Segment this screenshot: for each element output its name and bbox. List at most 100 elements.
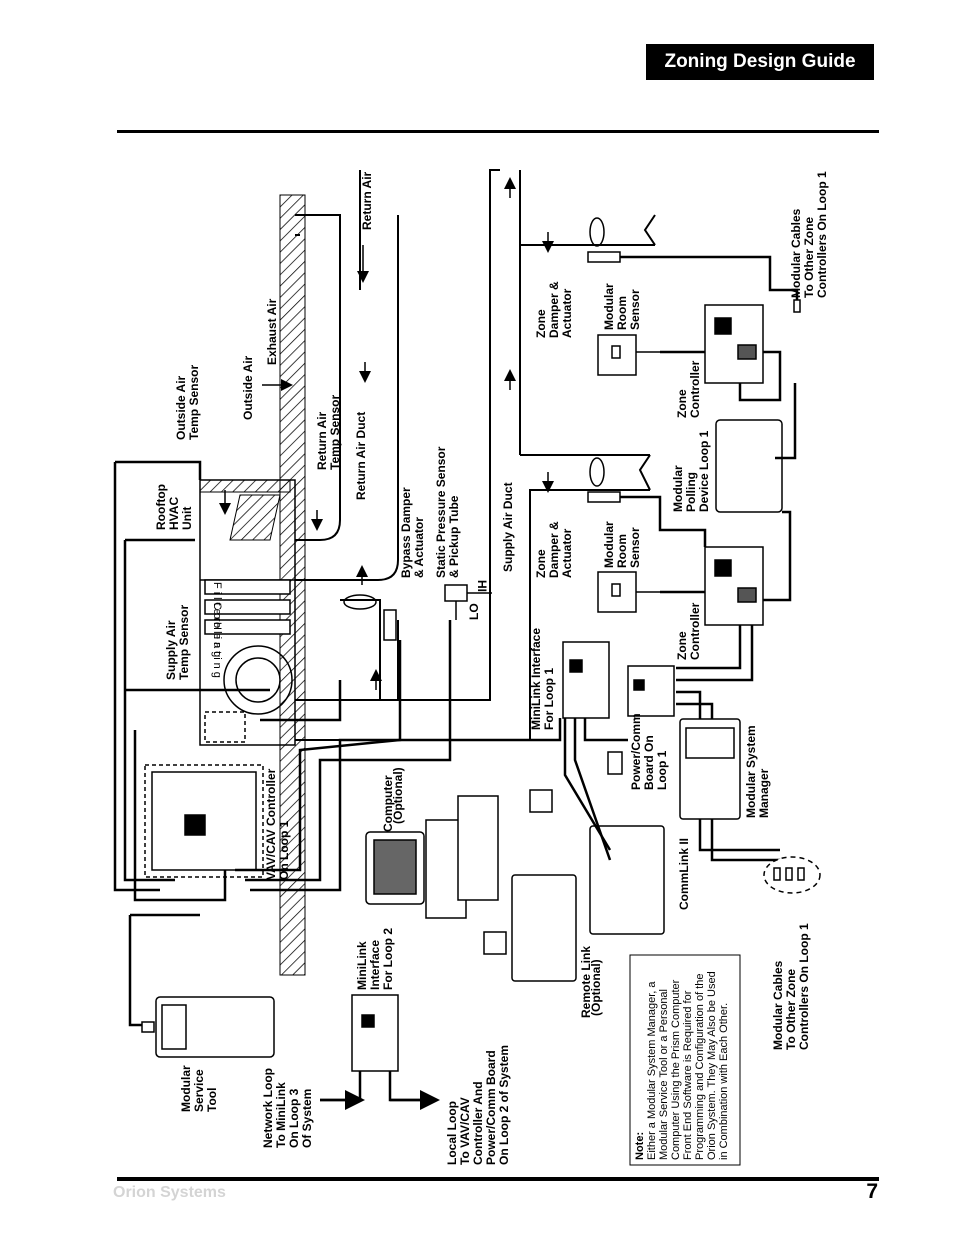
static-pressure-sensor-shape xyxy=(444,584,492,620)
label-modular-service-tool: ModularServiceTool xyxy=(179,1065,219,1112)
svg-text:Supply Air Duct: Supply Air Duct xyxy=(501,482,515,572)
svg-text:Modular CablesTo Other ZoneCon: Modular CablesTo Other ZoneControllers O… xyxy=(789,171,829,298)
label-power-comm-board: Power/CommBoard OnLoop 1 xyxy=(629,713,669,790)
svg-text:Heating: Heating xyxy=(211,622,223,681)
label-commlink: CommLink II xyxy=(677,838,691,910)
label-modular-system-manager: Modular SystemManager xyxy=(744,725,771,818)
label-rooftop-hvac: RooftopHVACUnit xyxy=(154,484,194,530)
zone-controller-top-board xyxy=(704,304,764,384)
label-outside-air: Outside Air xyxy=(241,355,255,420)
footer-rule xyxy=(117,1177,879,1181)
svg-text:RooftopHVACUnit: RooftopHVACUnit xyxy=(154,484,194,530)
svg-text:ZoneDamper &Actuator: ZoneDamper &Actuator xyxy=(534,521,574,578)
power-comm-board xyxy=(607,665,675,775)
svg-text:Exhaust Air: Exhaust Air xyxy=(265,298,279,365)
bypass-duct xyxy=(340,599,399,700)
label-modular-room-sensor-top: ModularRoomSensor xyxy=(602,283,642,330)
label-zone-controller-top: ZoneController xyxy=(675,360,702,418)
label-zone-controller-bottom: ZoneController xyxy=(675,602,702,660)
svg-text:Cooling: Cooling xyxy=(211,602,223,660)
svg-text:ZoneController: ZoneController xyxy=(675,602,702,660)
modular-room-sensor-bottom-device xyxy=(597,571,660,613)
label-return-air-temp-sensor: Return AirTemp Sensor xyxy=(315,395,342,470)
svg-text:Computer(Optional): Computer(Optional) xyxy=(381,767,405,832)
label-network-loop: Network LoopTo MiniLinkOn Loop 3Of Syste… xyxy=(261,1068,314,1148)
label-static-pressure-sensor: Static Pressure Sensor& Pickup Tube xyxy=(434,446,461,578)
svg-text:ModularRoomSensor: ModularRoomSensor xyxy=(602,521,642,568)
svg-text:HI: HI xyxy=(475,580,489,592)
label-exhaust-air: Exhaust Air xyxy=(265,298,279,365)
svg-text:Outside AirTemp Sensor: Outside AirTemp Sensor xyxy=(174,365,201,440)
bypass-damper-shape xyxy=(343,594,397,641)
label-return-air-duct: Return Air Duct xyxy=(354,412,368,500)
label-zone-damper-bottom: ZoneDamper &Actuator xyxy=(534,521,574,578)
modular-cable-plugs xyxy=(763,299,821,894)
label-bypass-damper: Bypass Damper& Actuator xyxy=(399,487,426,578)
label-zone-damper-top: ZoneDamper &Actuator xyxy=(534,281,574,338)
minilink-loop1-board xyxy=(562,641,610,719)
label-minilink-loop2: MiniLinkInterfaceFor Loop 2 xyxy=(355,928,395,990)
page-number: 7 xyxy=(866,1180,878,1203)
svg-text:LO: LO xyxy=(467,603,481,620)
footer-brand: Orion Systems xyxy=(113,1184,226,1201)
minilink-loop2-board xyxy=(351,994,399,1072)
label-minilink-loop1: MiniLink InterfaceFor Loop 1 xyxy=(529,628,556,730)
svg-text:Modular CablesTo Other ZoneCon: Modular CablesTo Other ZoneControllers O… xyxy=(771,923,811,1050)
svg-text:Network LoopTo MiniLinkOn Loop: Network LoopTo MiniLinkOn Loop 3Of Syste… xyxy=(261,1068,314,1148)
modular-polling-device-box xyxy=(715,419,783,513)
label-vav-cav-controller: VAV/CAV ControllerOn Loop 1 xyxy=(264,768,291,880)
svg-text:Remote Link(Optional): Remote Link(Optional) xyxy=(579,946,603,1018)
label-hi: HI xyxy=(475,580,489,592)
label-outside-air-temp-sensor: Outside AirTemp Sensor xyxy=(174,365,201,440)
svg-text:Supply AirTemp Sensor: Supply AirTemp Sensor xyxy=(164,605,191,680)
note-box: Note: Either a Modular System Manager, a… xyxy=(629,954,741,1166)
svg-text:Note: Either a Modular: Note: Either a Modular System Manager, a… xyxy=(634,968,730,1160)
zone-damper-bottom-shape xyxy=(587,457,621,503)
label-lo: LO xyxy=(467,603,481,620)
modular-room-sensor-top-device xyxy=(597,334,660,376)
zone-damper-top-shape xyxy=(587,217,621,263)
svg-text:Power/CommBoard OnLoop 1: Power/CommBoard OnLoop 1 xyxy=(629,713,669,790)
label-filter: Filter xyxy=(211,582,223,624)
label-heating: Heating xyxy=(211,622,223,681)
svg-text:MiniLinkInterfaceFor Loop 2: MiniLinkInterfaceFor Loop 2 xyxy=(355,928,395,990)
svg-text:Local LoopTo VAV/CAVController: Local LoopTo VAV/CAVController AndPower/… xyxy=(445,1045,511,1165)
label-remote-link: Remote Link(Optional) xyxy=(579,946,603,1018)
svg-text:Modular SystemManager: Modular SystemManager xyxy=(744,725,771,818)
svg-text:Filter: Filter xyxy=(211,582,223,624)
rooftop-hvac-unit-body xyxy=(199,479,296,746)
label-modular-room-sensor-bottom: ModularRoomSensor xyxy=(602,521,642,568)
label-modular-cables-bottom: Modular CablesTo Other ZoneControllers O… xyxy=(771,923,811,1050)
svg-text:CommLink II: CommLink II xyxy=(677,838,691,910)
svg-text:MiniLink InterfaceFor Loop 1: MiniLink InterfaceFor Loop 1 xyxy=(529,628,556,730)
svg-text:Return Air Duct: Return Air Duct xyxy=(354,412,368,500)
label-return-air-top: Return Air xyxy=(360,171,374,230)
airflow-arrows xyxy=(219,177,554,690)
label-local-loop: Local LoopTo VAV/CAVController AndPower/… xyxy=(445,1045,511,1165)
svg-text:Static Pressure Sensor& Pickup: Static Pressure Sensor& Pickup Tube xyxy=(434,446,461,578)
svg-text:ModularServiceTool: ModularServiceTool xyxy=(179,1065,219,1112)
modular-system-manager-device xyxy=(679,718,741,820)
label-supply-air-duct: Supply Air Duct xyxy=(501,482,515,572)
svg-text:ZoneController: ZoneController xyxy=(675,360,702,418)
remote-link-device xyxy=(511,874,577,982)
modem-devices xyxy=(483,789,553,955)
vav-cav-controller-board xyxy=(144,764,264,878)
computer-device xyxy=(365,795,499,919)
label-modular-cables-top: Modular CablesTo Other ZoneControllers O… xyxy=(789,171,829,298)
zone-controller-bottom-board xyxy=(704,546,764,626)
page-title: Zoning Design Guide xyxy=(646,44,874,80)
commlink-device xyxy=(589,825,665,935)
label-supply-air-temp-sensor: Supply AirTemp Sensor xyxy=(164,605,191,680)
svg-text:VAV/CAV ControllerOn Loop 1: VAV/CAV ControllerOn Loop 1 xyxy=(264,768,291,880)
label-computer: Computer(Optional) xyxy=(381,767,405,832)
svg-text:Bypass Damper& Actuator: Bypass Damper& Actuator xyxy=(399,487,426,578)
return-air-duct-shape xyxy=(295,170,399,581)
svg-text:Outside Air: Outside Air xyxy=(241,355,255,420)
header-rule xyxy=(117,130,879,133)
modular-service-tool-device xyxy=(141,996,275,1058)
svg-text:ZoneDamper &Actuator: ZoneDamper &Actuator xyxy=(534,281,574,338)
svg-text:Return AirTemp Sensor: Return AirTemp Sensor xyxy=(315,395,342,470)
svg-text:ModularPollingDevice Loop 1: ModularPollingDevice Loop 1 xyxy=(671,430,711,512)
label-modular-polling-device: ModularPollingDevice Loop 1 xyxy=(671,430,711,512)
